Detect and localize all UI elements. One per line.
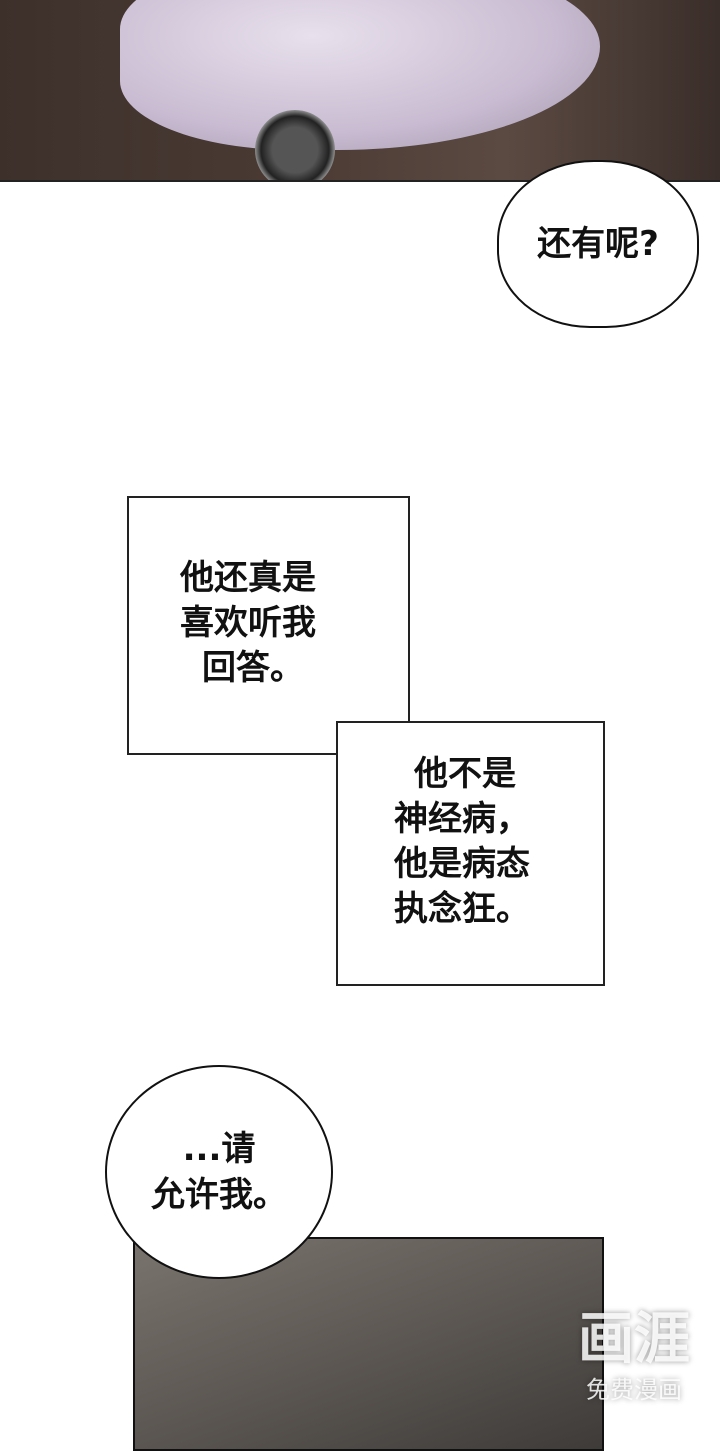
comic-panel-top bbox=[0, 0, 720, 182]
narration-text-1: 他还真是喜欢听我回答。 bbox=[180, 558, 316, 688]
speech-text: ...请 bbox=[182, 1129, 256, 1169]
speech-bubble-top: 还有呢? bbox=[497, 160, 699, 328]
narration-box-2 bbox=[336, 721, 605, 986]
speech-text: 还有呢? bbox=[537, 224, 659, 264]
narration-text-2: 他不是神经病，他是病态执念狂。 bbox=[394, 754, 530, 929]
gloved-hand-illustration bbox=[120, 0, 600, 150]
speech-text: 允许我。 bbox=[151, 1175, 287, 1215]
narration-box-1 bbox=[127, 496, 410, 755]
wristwatch-illustration bbox=[255, 110, 335, 180]
watermark-logo: 画涯 免费漫画 bbox=[578, 1307, 690, 1405]
speech-bubble-bottom: ...请 允许我。 bbox=[105, 1065, 333, 1279]
